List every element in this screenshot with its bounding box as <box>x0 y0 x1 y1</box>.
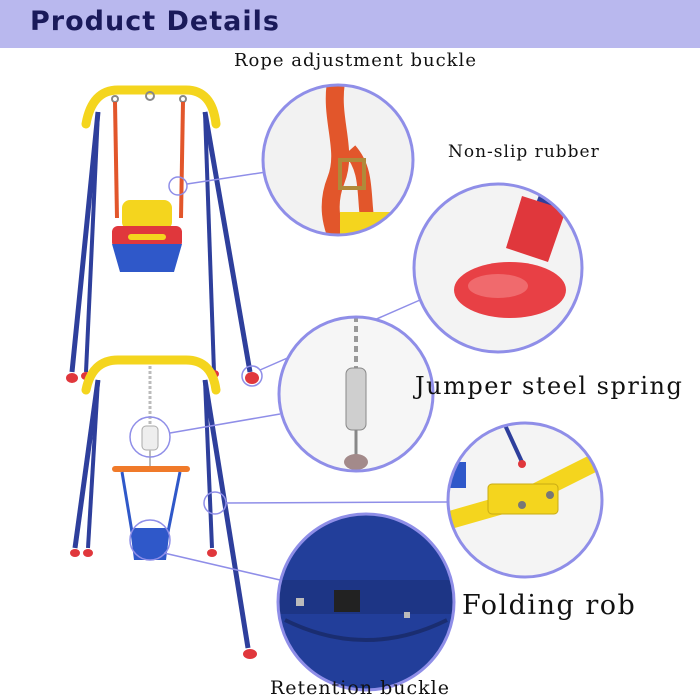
rope-buckle-detail <box>261 83 415 237</box>
swing-seat-setup <box>66 85 259 384</box>
page-title: Product Details <box>30 6 280 37</box>
jumper-setup <box>70 355 257 659</box>
steel-spring-label: Jumper steel spring <box>415 372 684 400</box>
retention-buckle-label: Retention buckle <box>270 677 450 699</box>
steel-spring-detail <box>277 315 435 473</box>
folding-rod-label: Folding rob <box>462 590 637 621</box>
non-slip-rubber-label: Non-slip rubber <box>448 142 600 162</box>
retention-buckle-detail <box>276 512 456 692</box>
folding-joint-detail <box>446 421 604 579</box>
rubber-foot-detail <box>412 182 584 354</box>
rope-buckle-label: Rope adjustment buckle <box>234 50 477 71</box>
header-bar <box>0 0 700 48</box>
